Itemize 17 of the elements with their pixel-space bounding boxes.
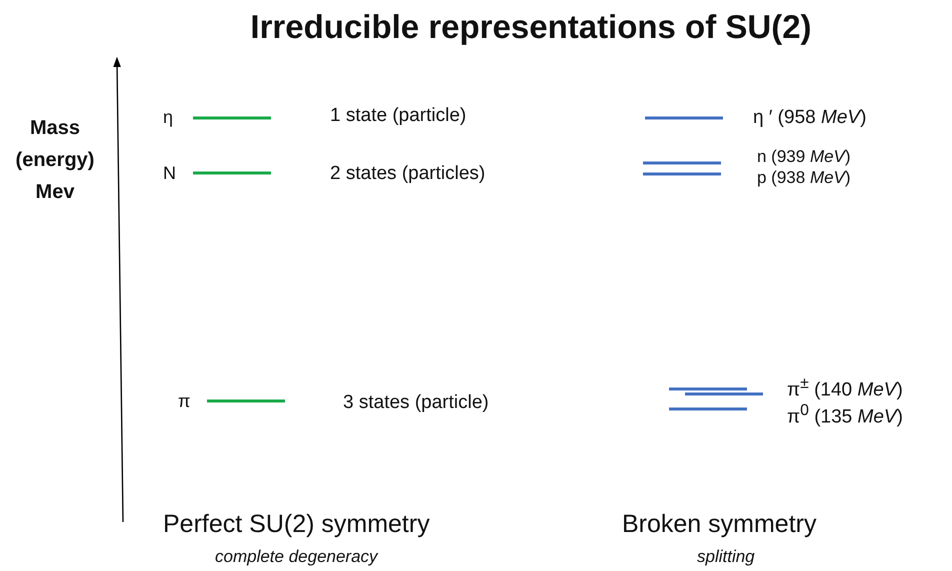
state-count-label: 3 states (particle) (343, 392, 489, 414)
particle-symbol: N (163, 163, 176, 184)
mass-value-label: π$^{±}$ (140 MeV) (787, 375, 903, 402)
axis-label: Mass (energy) Mev (14, 116, 96, 205)
particle-symbol: η (163, 107, 174, 128)
column-heading: Broken symmetry (622, 510, 816, 539)
mass-value-label: n (939 MeV) (757, 147, 851, 167)
column-subheading: complete degeneracy (215, 547, 378, 567)
mass-value-label: p (938 MeV) (757, 168, 851, 188)
column-heading: Perfect SU(2) symmetry (163, 510, 430, 539)
mass-value-label: π$^{0}$ (135 MeV) (787, 402, 903, 428)
state-count-label: 1 state (particle) (330, 105, 466, 127)
state-count-label: 2 states (particles) (330, 163, 486, 185)
mass-value-label: η ′ (958 MeV) (753, 107, 866, 129)
column-subheading: splitting (697, 547, 755, 567)
particle-symbol: π (178, 391, 190, 412)
diagram-title: Irreducible representations of SU(2) (249, 8, 813, 46)
